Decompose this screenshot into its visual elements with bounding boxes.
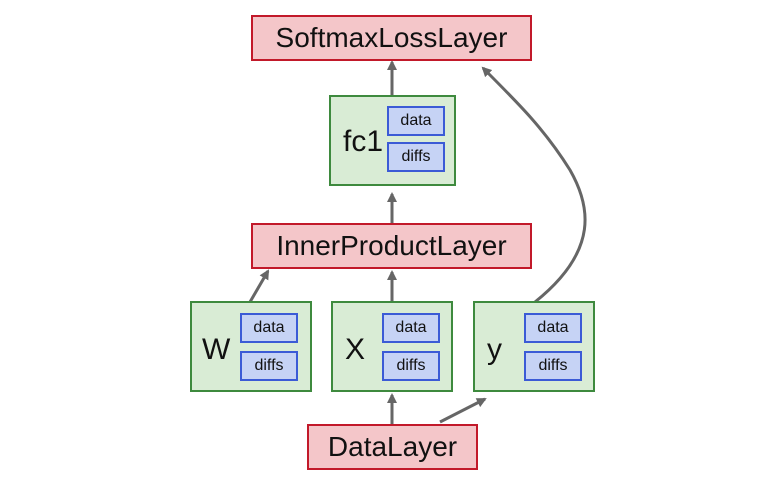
x-data-field: data [382, 313, 440, 343]
y-diffs-field: diffs [524, 351, 582, 381]
x-diffs-field: diffs [382, 351, 440, 381]
fc1-blob-name: fc1 [343, 125, 384, 158]
w-data-field: data [240, 313, 298, 343]
y-blob: y data diffs [473, 301, 595, 392]
softmax-loss-layer: SoftmaxLossLayer [251, 15, 532, 61]
w-blob-name: W [202, 333, 231, 366]
x-blob: X data diffs [331, 301, 453, 392]
arrow-w-to-innerproduct [248, 269, 270, 303]
y-data-field: data [524, 313, 582, 343]
arrow-y-to-softmax [481, 66, 587, 304]
data-layer: DataLayer [307, 424, 478, 470]
fc1-blob: fc1 data diffs [329, 95, 456, 186]
x-blob-name: X [345, 333, 366, 366]
fc1-data-field: data [387, 106, 445, 136]
arrow-datalayer-to-y [439, 397, 487, 424]
w-diffs-field: diffs [240, 351, 298, 381]
y-blob-name: y [487, 333, 502, 366]
w-blob: W data diffs [190, 301, 312, 392]
inner-product-layer: InnerProductLayer [251, 223, 532, 269]
fc1-diffs-field: diffs [387, 142, 445, 172]
